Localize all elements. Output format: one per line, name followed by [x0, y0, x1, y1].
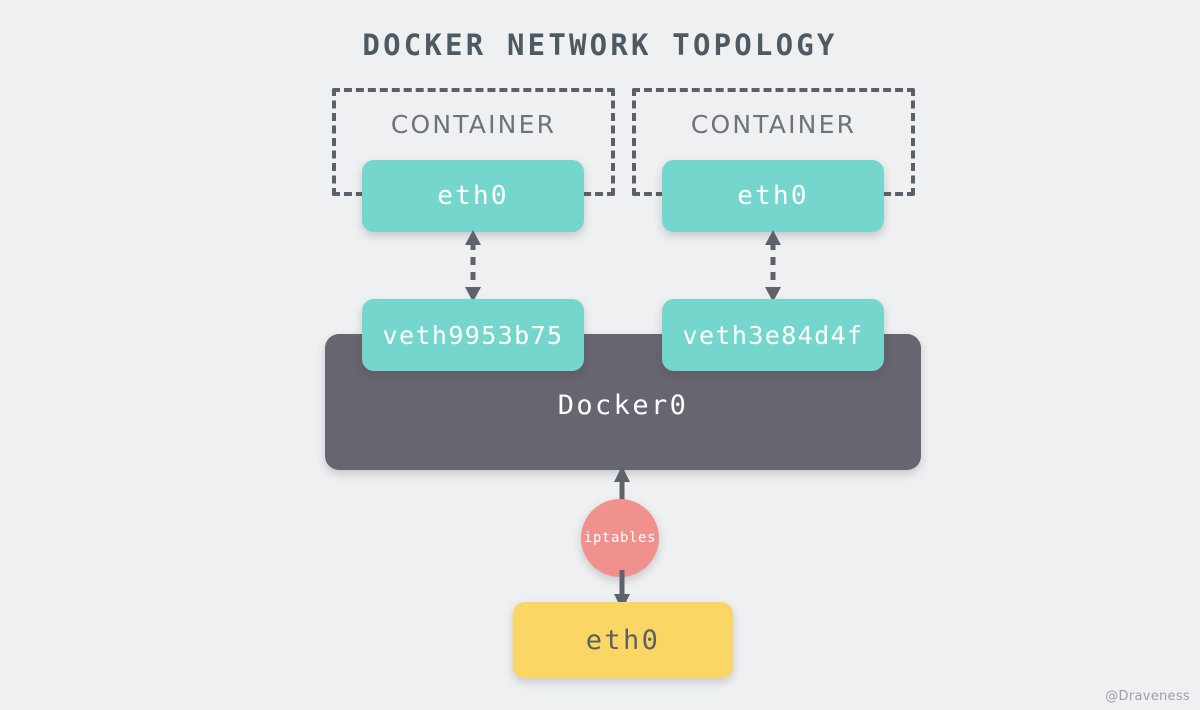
iptables-node[interactable]: iptables — [581, 499, 659, 577]
arrow-head-up-icon — [765, 230, 781, 245]
veth-right-box[interactable]: veth3e84d4f — [662, 299, 884, 371]
arrow-head-up-icon — [465, 230, 481, 245]
veth-left-box[interactable]: veth9953b75 — [362, 299, 584, 371]
host-eth0-box[interactable]: eth0 — [513, 602, 733, 678]
iptables-label: iptables — [583, 530, 657, 546]
link-container-left-veth — [465, 230, 481, 302]
arrow-head-down-icon — [465, 287, 481, 302]
veth-right-label: veth3e84d4f — [682, 320, 864, 350]
arrow-head-up-icon — [614, 466, 630, 482]
container-left-eth0-box[interactable]: eth0 — [362, 160, 584, 232]
link-container-right-veth — [765, 230, 781, 302]
container-right-eth0-box[interactable]: eth0 — [662, 160, 884, 232]
veth-left-label: veth9953b75 — [382, 320, 564, 350]
watermark: @Draveness — [1105, 689, 1190, 704]
container-left-label: CONTAINER — [390, 110, 557, 139]
arrow-head-down-icon — [765, 287, 781, 302]
container-right-eth0-label: eth0 — [737, 181, 809, 211]
page-title: DOCKER NETWORK TOPOLOGY — [362, 28, 838, 62]
host-eth0-label: eth0 — [585, 624, 661, 656]
docker0-bridge-label: Docker0 — [557, 390, 689, 421]
container-right-label: CONTAINER — [690, 110, 857, 139]
container-left-eth0-label: eth0 — [437, 181, 509, 211]
